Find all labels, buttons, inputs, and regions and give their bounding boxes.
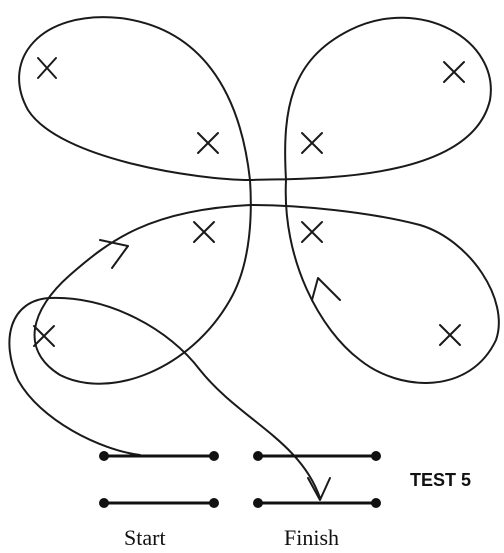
direction-arrow-right bbox=[311, 277, 341, 301]
test-label: TEST 5 bbox=[410, 470, 471, 490]
top-right-loop bbox=[249, 16, 492, 181]
cone-marks bbox=[33, 57, 465, 347]
cone-x-top-right-outer bbox=[443, 61, 465, 83]
cone-x-top-right-inner bbox=[301, 132, 323, 154]
finish-gate bbox=[253, 451, 381, 508]
cone-x-bottom-right-inner bbox=[301, 221, 323, 243]
cone-x-top-left-outer bbox=[37, 57, 57, 79]
cone-x-top-left-inner bbox=[197, 132, 219, 154]
start-label: Start bbox=[124, 525, 166, 550]
start-gate bbox=[99, 451, 219, 508]
start-path bbox=[8, 296, 321, 499]
direction-arrow-top-left bbox=[99, 239, 129, 269]
bottom-right-loop bbox=[249, 179, 500, 384]
cone-x-bottom-left-inner bbox=[193, 221, 215, 243]
direction-arrow-finish bbox=[307, 477, 331, 501]
bottom-left-loop bbox=[33, 179, 252, 385]
top-left-loop bbox=[18, 16, 251, 181]
finish-label: Finish bbox=[284, 525, 339, 550]
cone-x-bottom-left-outer bbox=[33, 325, 55, 347]
cone-x-bottom-right-outer bbox=[439, 324, 461, 346]
